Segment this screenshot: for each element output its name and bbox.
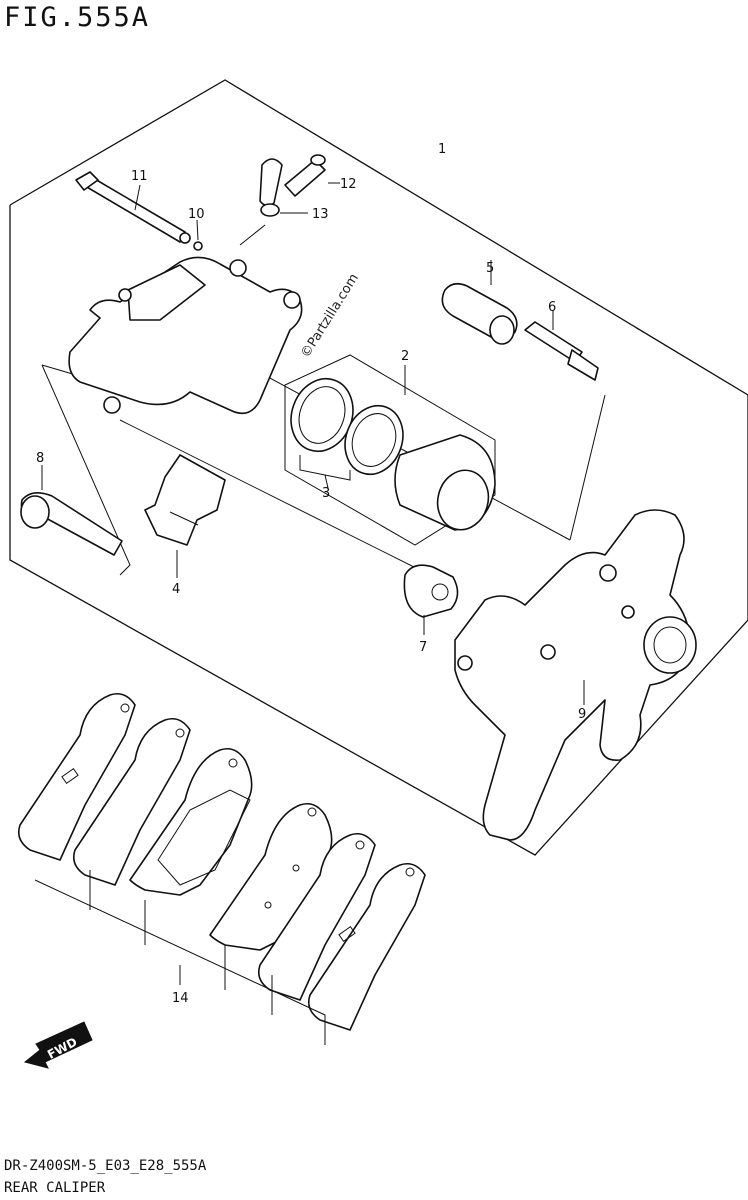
forward-direction-badge: FWD — [23, 1021, 93, 1069]
bleeder-valve-12[interactable] — [284, 154, 326, 197]
pad-spring-4[interactable] — [144, 454, 226, 546]
figure-title: FIG.555A — [4, 2, 151, 33]
callout-3: 3 — [322, 486, 330, 501]
callout-8: 8 — [36, 451, 44, 466]
slide-pin-8[interactable] — [20, 492, 123, 556]
callout-2: 2 — [401, 349, 409, 364]
callout-1: 1 — [438, 142, 446, 157]
callout-12: 12 — [340, 177, 357, 192]
bracket-guide-lines — [41, 364, 131, 576]
figure-name: REAR CALIPER — [4, 1180, 106, 1196]
callout-9: 9 — [578, 707, 586, 722]
brake-pad-b[interactable] — [209, 802, 333, 951]
callout-6: 6 — [548, 300, 556, 315]
caliper-body[interactable] — [68, 256, 303, 415]
piston-seal-3b[interactable] — [336, 398, 413, 483]
brake-pad-shim-d[interactable] — [307, 862, 426, 1031]
piston-group-outline — [284, 354, 496, 546]
brake-pad-a[interactable] — [129, 747, 253, 896]
assembly-outline — [9, 79, 748, 856]
pad-group-bracket — [34, 879, 326, 1045]
figure-code: DR-Z400SM-5_E03_E28_555A — [4, 1158, 207, 1174]
sleeve-bush-5[interactable] — [441, 282, 518, 345]
brake-pad-shim-c[interactable] — [257, 832, 376, 1001]
brake-pad-shim-a[interactable] — [17, 692, 136, 861]
pin-10[interactable] — [193, 241, 203, 251]
callout-4: 4 — [172, 582, 180, 597]
caliper-pin-11[interactable] — [75, 171, 191, 244]
boot-7[interactable] — [403, 564, 459, 618]
bleeder-cap-13[interactable] — [259, 158, 283, 217]
callout-14: 14 — [172, 991, 189, 1006]
callout-5: 5 — [486, 261, 494, 276]
callout-7: 7 — [419, 640, 427, 655]
piston-2[interactable] — [394, 434, 496, 535]
callout-13: 13 — [312, 207, 329, 222]
watermark: ©Partzilla.com — [298, 271, 362, 361]
slide-bolt-6[interactable] — [524, 321, 599, 381]
brake-pad-shim-b[interactable] — [72, 717, 191, 886]
callout-10: 10 — [188, 207, 205, 222]
callout-11: 11 — [131, 169, 148, 184]
caliper-bracket-9[interactable] — [454, 509, 697, 841]
